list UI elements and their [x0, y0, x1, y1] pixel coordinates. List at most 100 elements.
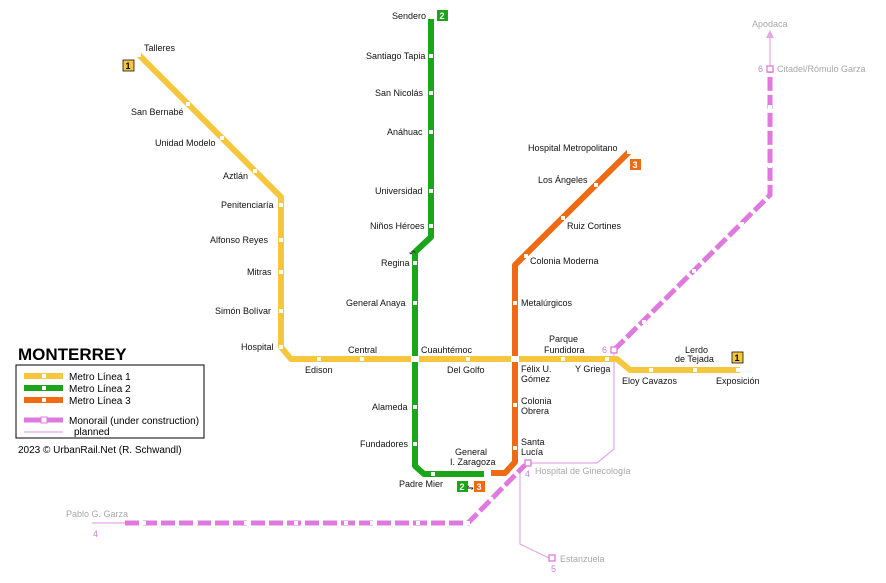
station-marker[interactable]: [137, 53, 141, 57]
station-marker[interactable]: [279, 238, 283, 242]
station-label-colonia-obrera-2[interactable]: Obrera: [521, 406, 549, 416]
station-marker[interactable]: [294, 521, 298, 525]
station-label-apodaca[interactable]: Apodaca: [752, 19, 788, 29]
station-marker[interactable]: [692, 269, 696, 273]
station-label-hospital[interactable]: Hospital: [241, 342, 274, 352]
station-marker[interactable]: [524, 254, 528, 258]
station-label-unidad-modelo[interactable]: Unidad Modelo: [155, 138, 216, 148]
station-label-santa-lucia-2[interactable]: Lucía: [521, 447, 543, 457]
station-marker[interactable]: [279, 203, 283, 207]
station-label-regina[interactable]: Regina: [381, 258, 410, 268]
station-marker-citadel[interactable]: [766, 65, 774, 73]
station-label-felix-u-gomez-2[interactable]: Gómez: [521, 374, 551, 384]
station-label-exposicion[interactable]: Exposición: [716, 376, 760, 386]
station-label-penitenciaria[interactable]: Penitenciaría: [221, 200, 274, 210]
station-label-central[interactable]: Central: [348, 345, 377, 355]
station-label-sendero[interactable]: Sendero: [392, 11, 426, 21]
station-label-del-golfo[interactable]: Del Golfo: [447, 365, 485, 375]
station-marker[interactable]: [194, 521, 198, 525]
station-marker[interactable]: [466, 357, 470, 361]
station-label-los-angeles[interactable]: Los Ángeles: [538, 175, 588, 185]
station-marker-y-griega[interactable]: [610, 346, 618, 354]
station-marker[interactable]: [279, 270, 283, 274]
station-label-aztlan[interactable]: Aztlán: [223, 171, 248, 181]
station-label-general-zaragoza[interactable]: General: [455, 447, 487, 457]
station-label-metalurgicos[interactable]: Metalúrgicos: [521, 298, 573, 308]
station-marker-cuauhtemoc[interactable]: [411, 356, 419, 362]
station-label-san-bernabe[interactable]: San Bernabé: [131, 107, 184, 117]
station-marker[interactable]: [513, 301, 517, 305]
station-marker[interactable]: [370, 521, 374, 525]
station-label-alameda[interactable]: Alameda: [372, 402, 408, 412]
station-label-felix-u-gomez[interactable]: Félix U.: [521, 364, 552, 374]
station-marker[interactable]: [142, 521, 146, 525]
station-label-colonia-obrera[interactable]: Colonia: [521, 396, 552, 406]
station-marker[interactable]: [317, 357, 321, 361]
station-marker[interactable]: [561, 216, 565, 220]
station-marker[interactable]: [413, 301, 417, 305]
station-label-citadel[interactable]: Citadel/Rómulo Garza: [777, 64, 866, 74]
station-label-simon-bolivar[interactable]: Simón Bolívar: [215, 306, 271, 316]
station-marker[interactable]: [627, 150, 632, 154]
station-marker[interactable]: [413, 261, 417, 265]
station-label-fundadores[interactable]: Fundadores: [360, 439, 409, 449]
station-label-y-griega[interactable]: Y Griega: [575, 364, 610, 374]
station-marker[interactable]: [360, 357, 364, 361]
station-marker[interactable]: [429, 189, 433, 193]
station-label-cuauhtemoc[interactable]: Cuauhtémoc: [421, 345, 473, 355]
station-label-universidad[interactable]: Universidad: [375, 186, 423, 196]
station-marker[interactable]: [429, 91, 433, 95]
station-marker[interactable]: [253, 169, 257, 173]
station-marker[interactable]: [768, 164, 772, 168]
station-label-talleres[interactable]: Talleres: [144, 43, 176, 53]
station-marker[interactable]: [413, 442, 417, 446]
station-label-eloy-cavazos[interactable]: Eloy Cavazos: [622, 376, 678, 386]
station-marker[interactable]: [594, 183, 598, 187]
station-marker-felix-u-gomez[interactable]: [511, 356, 519, 362]
station-label-san-nicolas[interactable]: San Nicolás: [375, 88, 424, 98]
station-label-hospital-ginecologia[interactable]: Hospital de Ginecología: [535, 466, 631, 476]
station-label-parque-fundidora[interactable]: Parque: [549, 334, 578, 344]
station-marker[interactable]: [513, 446, 517, 450]
station-label-lerdo-de-tejada-2[interactable]: de Tejada: [675, 354, 714, 364]
station-marker[interactable]: [279, 309, 283, 313]
station-marker[interactable]: [429, 54, 433, 58]
station-marker[interactable]: [768, 105, 772, 109]
station-marker[interactable]: [605, 357, 609, 361]
station-label-colonia-moderna[interactable]: Colonia Moderna: [530, 256, 599, 266]
station-label-parque-fundidora-2[interactable]: Fundidora: [544, 345, 585, 355]
station-marker[interactable]: [561, 357, 565, 361]
station-marker-zaragoza[interactable]: [484, 470, 491, 477]
station-marker-ginecologia[interactable]: [524, 459, 532, 467]
station-label-ruiz-cortines[interactable]: Ruiz Cortines: [567, 221, 622, 231]
station-marker-estanzuela[interactable]: [548, 554, 556, 562]
station-marker[interactable]: [489, 497, 493, 501]
station-marker[interactable]: [244, 521, 248, 525]
station-label-general-zaragoza-2[interactable]: I. Zaragoza: [450, 457, 496, 467]
station-marker[interactable]: [413, 405, 417, 409]
station-marker[interactable]: [649, 368, 653, 372]
station-marker[interactable]: [429, 224, 433, 228]
station-marker[interactable]: [186, 102, 190, 106]
station-marker[interactable]: [220, 136, 224, 140]
station-marker[interactable]: [693, 368, 697, 372]
station-label-estanzuela[interactable]: Estanzuela: [560, 554, 605, 564]
station-marker[interactable]: [736, 368, 741, 372]
station-label-ninos-heroes[interactable]: Niños Héroes: [370, 221, 425, 231]
station-label-edison[interactable]: Edison: [305, 365, 333, 375]
station-marker[interactable]: [428, 14, 434, 19]
station-marker[interactable]: [429, 130, 433, 134]
station-label-santa-lucia[interactable]: Santa: [521, 437, 545, 447]
station-label-santiago-tapia[interactable]: Santiago Tapia: [366, 51, 425, 61]
station-label-hospital-metropolitano[interactable]: Hospital Metropolitano: [528, 143, 618, 153]
station-marker[interactable]: [431, 472, 435, 476]
station-label-alfonso-reyes[interactable]: Alfonso Reyes: [210, 235, 269, 245]
station-label-padre-mier[interactable]: Padre Mier: [399, 479, 443, 489]
station-label-lerdo-de-tejada[interactable]: Lerdo: [685, 345, 708, 355]
station-marker[interactable]: [344, 521, 348, 525]
station-label-mitras[interactable]: Mitras: [247, 267, 272, 277]
station-marker[interactable]: [513, 403, 517, 407]
station-label-general-anaya[interactable]: General Anaya: [346, 298, 406, 308]
station-marker[interactable]: [740, 222, 744, 226]
station-label-anahuac[interactable]: Anáhuac: [387, 127, 423, 137]
